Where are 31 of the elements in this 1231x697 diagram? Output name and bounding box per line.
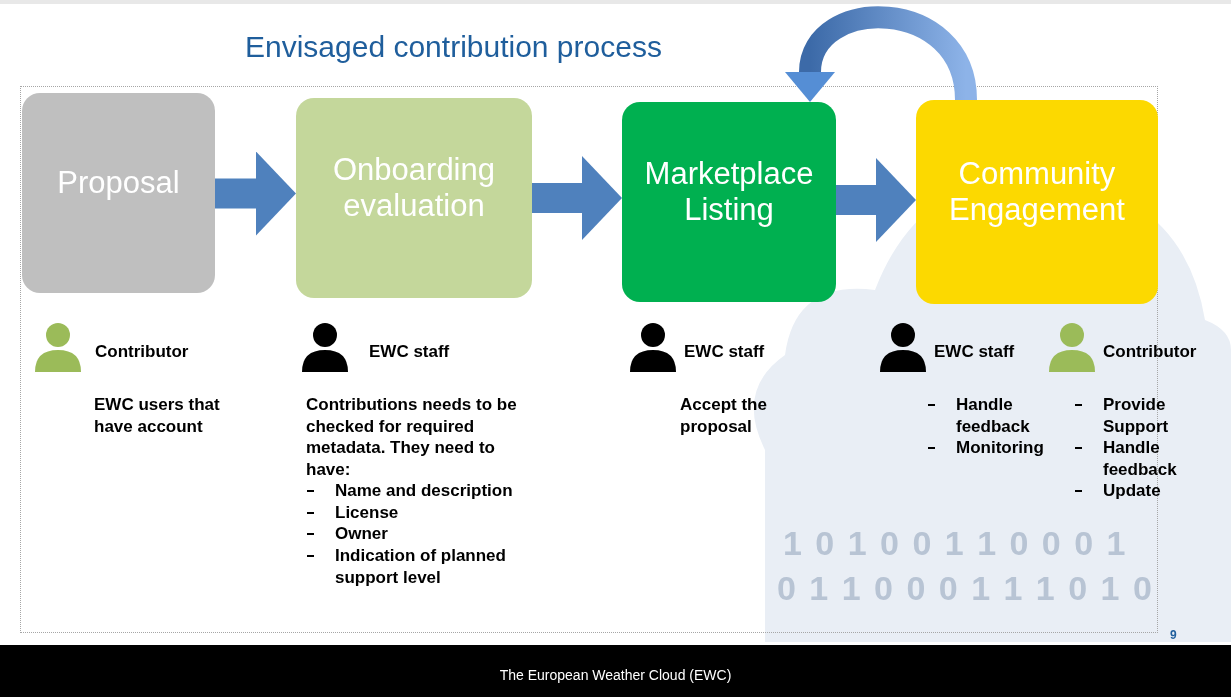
description-text: Accept the proposal xyxy=(680,394,768,437)
block-arrow xyxy=(215,151,296,236)
description-text: Provide Support xyxy=(1103,394,1170,437)
description-text: EWC users that have account xyxy=(94,394,221,437)
role-label: Contributor xyxy=(95,341,189,363)
description-text: Handle feedback xyxy=(1103,437,1178,480)
step-title: Onboarding evaluation xyxy=(332,152,496,224)
block-arrow xyxy=(836,158,916,242)
description-text: Update xyxy=(1103,480,1162,502)
step-title: Community Engagement xyxy=(948,156,1126,228)
description-text: Indication of planned support level xyxy=(335,545,507,588)
slide-title: Envisaged contribution process xyxy=(245,29,662,65)
footer-text: The European Weather Cloud (EWC) xyxy=(498,666,733,685)
page-number: 9 xyxy=(1170,627,1177,644)
process-box xyxy=(622,102,836,302)
description-text: License xyxy=(335,502,400,524)
process-box xyxy=(22,93,215,293)
process-box xyxy=(916,100,1158,304)
step-title: Marketplace Listing xyxy=(643,156,815,228)
role-label: EWC staff xyxy=(934,341,1015,363)
process-box xyxy=(296,98,532,298)
description-text: Handle feedback xyxy=(956,394,1031,437)
role-label: EWC staff xyxy=(684,341,765,363)
description-text: Contributions needs to be checked for required metadata. They need to have: xyxy=(306,394,518,480)
step-title: Proposal xyxy=(56,165,181,201)
role-label: Contributor xyxy=(1103,341,1197,363)
description-text: Monitoring xyxy=(956,437,1045,459)
description-text: Name and description xyxy=(335,480,514,502)
block-arrow xyxy=(532,156,622,240)
role-label: EWC staff xyxy=(369,341,450,363)
description-text: Owner xyxy=(335,523,389,545)
